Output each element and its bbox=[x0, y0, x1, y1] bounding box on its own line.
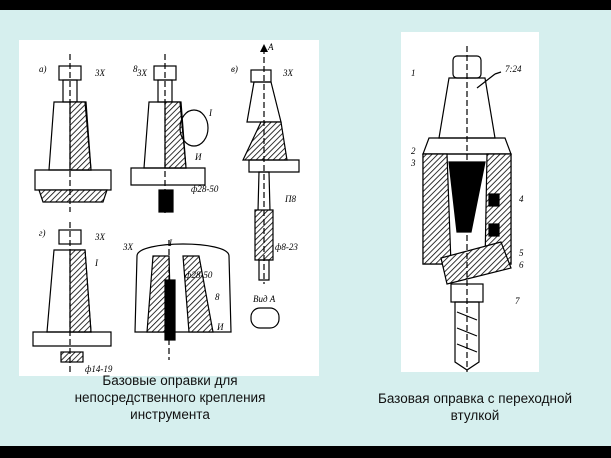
holder-a bbox=[34, 54, 112, 212]
dim-b: ф28-50 bbox=[191, 184, 219, 194]
callout-5: 5 bbox=[519, 248, 524, 258]
label-i-g: I bbox=[94, 258, 99, 268]
holder-v bbox=[242, 48, 300, 329]
label-3x-v: 3Х bbox=[282, 68, 294, 78]
label-di-b: И bbox=[194, 152, 202, 162]
label-b-section: 8 bbox=[215, 292, 220, 302]
callout-7: 7 bbox=[515, 296, 520, 306]
label-3x-i: 3Х bbox=[122, 242, 134, 252]
callout-6: 6 bbox=[519, 260, 524, 270]
holder-g bbox=[32, 222, 112, 372]
dim-section: ф28-50 bbox=[185, 270, 213, 280]
slide: а) 8 в) г) А 3Х 3Х 3Х 3Х 3Х I I I И И ф2… bbox=[0, 10, 611, 446]
taper-label: 7:24 bbox=[505, 64, 522, 74]
right-caption: Базовая оправка с переходной втулкой bbox=[377, 391, 573, 423]
right-drawing-panel: 1 2 3 4 5 6 7 7:24 bbox=[401, 32, 539, 372]
dim-g: ф14-19 bbox=[85, 364, 113, 374]
label-p8: П8 bbox=[284, 194, 296, 204]
arrow-a-label: А bbox=[267, 42, 274, 52]
callout-3: 3 bbox=[410, 158, 416, 168]
dim-v: ф8-23 bbox=[275, 242, 298, 252]
label-3x-b: 3Х bbox=[136, 68, 148, 78]
label-b: 8 bbox=[133, 64, 138, 74]
label-3x-g: 3Х bbox=[94, 232, 106, 242]
holder-b bbox=[130, 54, 209, 216]
label-v: в) bbox=[231, 64, 238, 74]
callout-4: 4 bbox=[519, 194, 524, 204]
left-caption: Базовые оправки для непосредственного кр… bbox=[74, 373, 266, 422]
adapter-sleeve-drawing: 1 2 3 4 5 6 7 7:24 bbox=[410, 46, 524, 372]
label-g: г) bbox=[39, 228, 46, 238]
callout-1: 1 bbox=[411, 68, 416, 78]
label-i-b: I bbox=[208, 108, 213, 118]
label-i-section: I bbox=[168, 238, 173, 248]
label-di-section: И bbox=[216, 322, 224, 332]
section-i bbox=[134, 240, 232, 360]
view-a-label: Вид А bbox=[253, 294, 276, 304]
callout-2: 2 bbox=[411, 146, 416, 156]
tool-holders-drawing: а) 8 в) г) А 3Х 3Х 3Х 3Х 3Х I I I И И ф2… bbox=[32, 42, 300, 374]
label-a: а) bbox=[39, 64, 47, 74]
label-3x-a: 3Х bbox=[94, 68, 106, 78]
left-drawing-panel: а) 8 в) г) А 3Х 3Х 3Х 3Х 3Х I I I И И ф2… bbox=[19, 40, 319, 376]
